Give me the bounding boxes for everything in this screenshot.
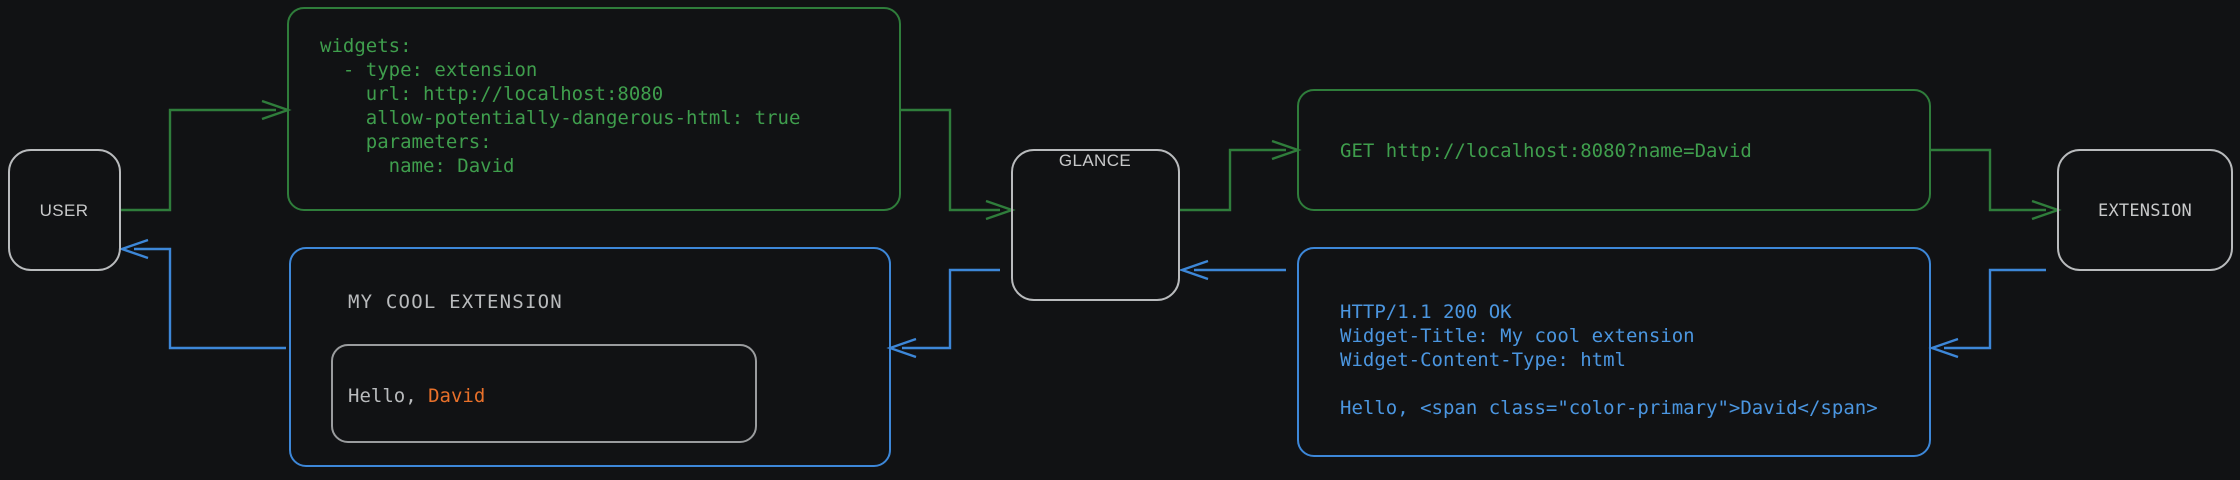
node-extension-label: EXTENSION bbox=[2098, 201, 2192, 221]
response-line-4: Hello, <span class="color-primary">David… bbox=[1340, 397, 1878, 419]
edge-glance-to-request bbox=[1180, 139, 1302, 212]
response-line-1: Widget-Title: My cool extension bbox=[1340, 325, 1695, 347]
config-line-2: url: http://localhost:8080 bbox=[320, 83, 663, 105]
config-line-1: - type: extension bbox=[320, 59, 537, 81]
node-user-label: USER bbox=[40, 201, 89, 220]
config-line-3: allow-potentially-dangerous-html: true bbox=[320, 107, 800, 129]
edge-glance-to-widget bbox=[886, 268, 1000, 359]
config-line-4: parameters: bbox=[320, 131, 492, 153]
config-line-0: widgets: bbox=[320, 35, 412, 57]
node-extension[interactable]: EXTENSION bbox=[2057, 149, 2233, 271]
request-line-0: GET http://localhost:8080?name=David bbox=[1340, 140, 1752, 162]
widget-greeting-name: David bbox=[428, 385, 485, 407]
response-line-0: HTTP/1.1 200 OK bbox=[1340, 301, 1512, 323]
node-glance[interactable]: GLANCE bbox=[1011, 149, 1180, 301]
widget-greeting-prefix: Hello, bbox=[348, 385, 428, 407]
edge-config-to-glance bbox=[900, 108, 1016, 221]
widget-preview-greeting: Hello, David bbox=[348, 385, 485, 407]
node-glance-label: GLANCE bbox=[1059, 151, 1131, 170]
http-response-box: HTTP/1.1 200 OK Widget-Title: My cool ex… bbox=[1297, 247, 1931, 457]
edge-request-to-extension bbox=[1930, 148, 2062, 221]
config-yaml-box: widgets: - type: extension url: http://l… bbox=[287, 7, 901, 211]
widget-preview-box: MY COOL EXTENSION Hello, David bbox=[289, 247, 891, 467]
edge-extension-to-response bbox=[1928, 268, 2046, 359]
edge-response-to-glance bbox=[1178, 259, 1286, 281]
config-line-5: name: David bbox=[320, 155, 514, 177]
edge-user-to-config bbox=[120, 99, 292, 212]
widget-preview-content-frame bbox=[331, 344, 757, 443]
response-line-2: Widget-Content-Type: html bbox=[1340, 349, 1626, 371]
widget-preview-title: MY COOL EXTENSION bbox=[348, 291, 563, 313]
node-user[interactable]: USER bbox=[8, 149, 121, 271]
http-request-box: GET http://localhost:8080?name=David bbox=[1297, 89, 1931, 211]
edge-widget-to-user bbox=[118, 238, 286, 350]
